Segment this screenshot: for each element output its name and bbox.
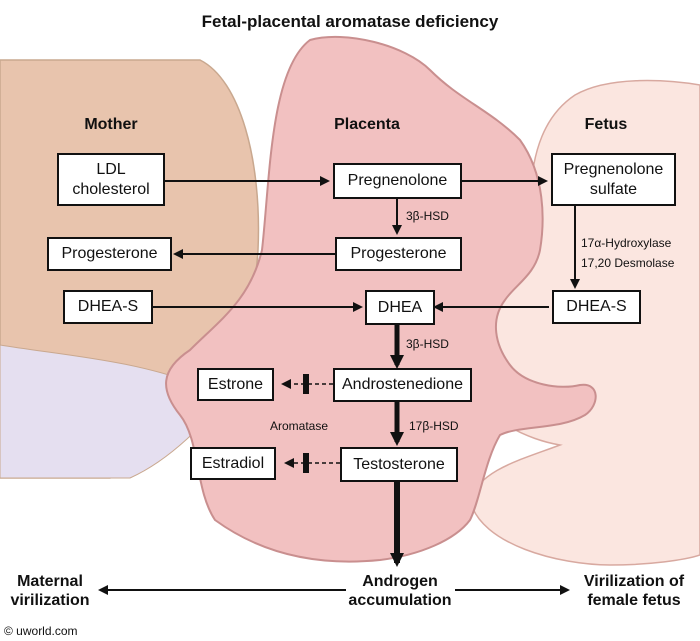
estrone-box: Estrone — [197, 368, 274, 401]
androstenedione-box: Androstenedione — [333, 368, 472, 402]
column-header-placenta: Placenta — [334, 116, 400, 133]
block-bar-estrone — [303, 374, 309, 394]
enzyme-label-3b-hsd-upper: 3β-HSD — [406, 209, 449, 223]
outcome-maternal-virilization: Maternal virilization — [0, 572, 100, 610]
dheas-mother-box: DHEA-S — [63, 290, 153, 324]
ldl-label-line1: LDL — [96, 160, 126, 178]
enzyme-label-aromatase: Aromatase — [270, 419, 329, 433]
outcome-androgen-line2: accumulation — [348, 592, 452, 609]
dheas-fetus-box: DHEA-S — [552, 290, 641, 324]
enzyme-label-17b-hsd: 17β-HSD — [409, 419, 459, 433]
diagram-title: Fetal-placental aromatase deficiency — [201, 12, 499, 31]
pregnenolone-sulfate-box: Pregnenolone sulfate — [551, 153, 676, 206]
pregnenolone-sulfate-line2: sulfate — [589, 180, 638, 198]
ldl-label-line2: cholesterol — [72, 180, 150, 198]
pregnenolone-box: Pregnenolone — [333, 163, 462, 199]
pregnenolone-sulfate-line1: Pregnenolone — [563, 160, 664, 178]
testosterone-box: Testosterone — [340, 447, 458, 482]
enzyme-label-3b-hsd-lower: 3β-HSD — [406, 337, 449, 351]
outcome-fetal-line2: female fetus — [587, 592, 681, 609]
progesterone-placenta-box: Progesterone — [335, 237, 462, 271]
block-bar-estradiol — [303, 453, 309, 473]
enzyme-label-17-20-desmolase: 17,20 Desmolase — [581, 256, 675, 270]
outcome-fetal-line1: Virilization of — [583, 573, 685, 590]
outcome-maternal-line1: Maternal — [17, 573, 83, 590]
estradiol-box: Estradiol — [190, 447, 276, 480]
outcome-fetal-virilization: Virilization of female fetus — [570, 572, 698, 610]
copyright-text: © uworld.com — [4, 624, 78, 638]
outcome-maternal-line2: virilization — [10, 592, 90, 609]
progesterone-mother-box: Progesterone — [47, 237, 172, 271]
outcome-androgen-accumulation: Androgen accumulation — [340, 572, 460, 610]
column-header-mother: Mother — [84, 116, 138, 133]
enzyme-label-17a-hydroxylase: 17α-Hydroxylase — [581, 236, 672, 250]
column-header-fetus: Fetus — [584, 116, 628, 133]
ldl-cholesterol-box: LDL cholesterol — [57, 153, 165, 206]
dhea-box: DHEA — [365, 290, 435, 325]
outcome-androgen-line1: Androgen — [362, 573, 438, 590]
